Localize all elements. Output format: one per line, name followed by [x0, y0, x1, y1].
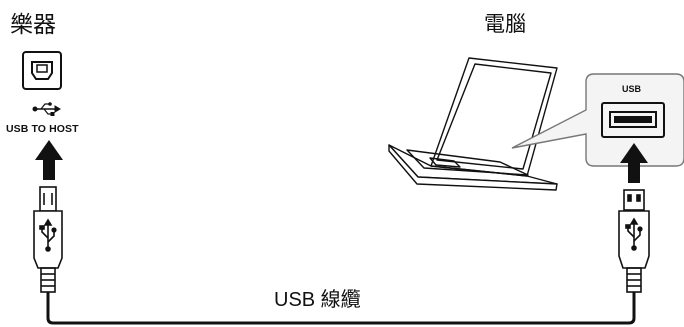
usb-trident-icon — [32, 102, 61, 116]
arrow-up-icon-left — [35, 140, 63, 180]
usb-a-port-icon — [601, 102, 665, 138]
usb-port-label: USB — [622, 84, 642, 94]
usb-plug-icon-left — [33, 186, 63, 293]
laptop-icon — [388, 57, 558, 191]
usb-cable — [46, 292, 636, 325]
usb-port-callout — [511, 73, 684, 167]
arrow-up-icon-right — [620, 143, 648, 183]
usb-to-host-label: USB TO HOST — [6, 123, 79, 135]
usb-cable-label: USB 線纜 — [274, 289, 361, 311]
usb-b-port-icon — [22, 51, 62, 90]
instrument-label: 樂器 — [10, 12, 56, 38]
computer-label: 電腦 — [484, 12, 526, 36]
usb-plug-icon-right — [618, 189, 650, 293]
